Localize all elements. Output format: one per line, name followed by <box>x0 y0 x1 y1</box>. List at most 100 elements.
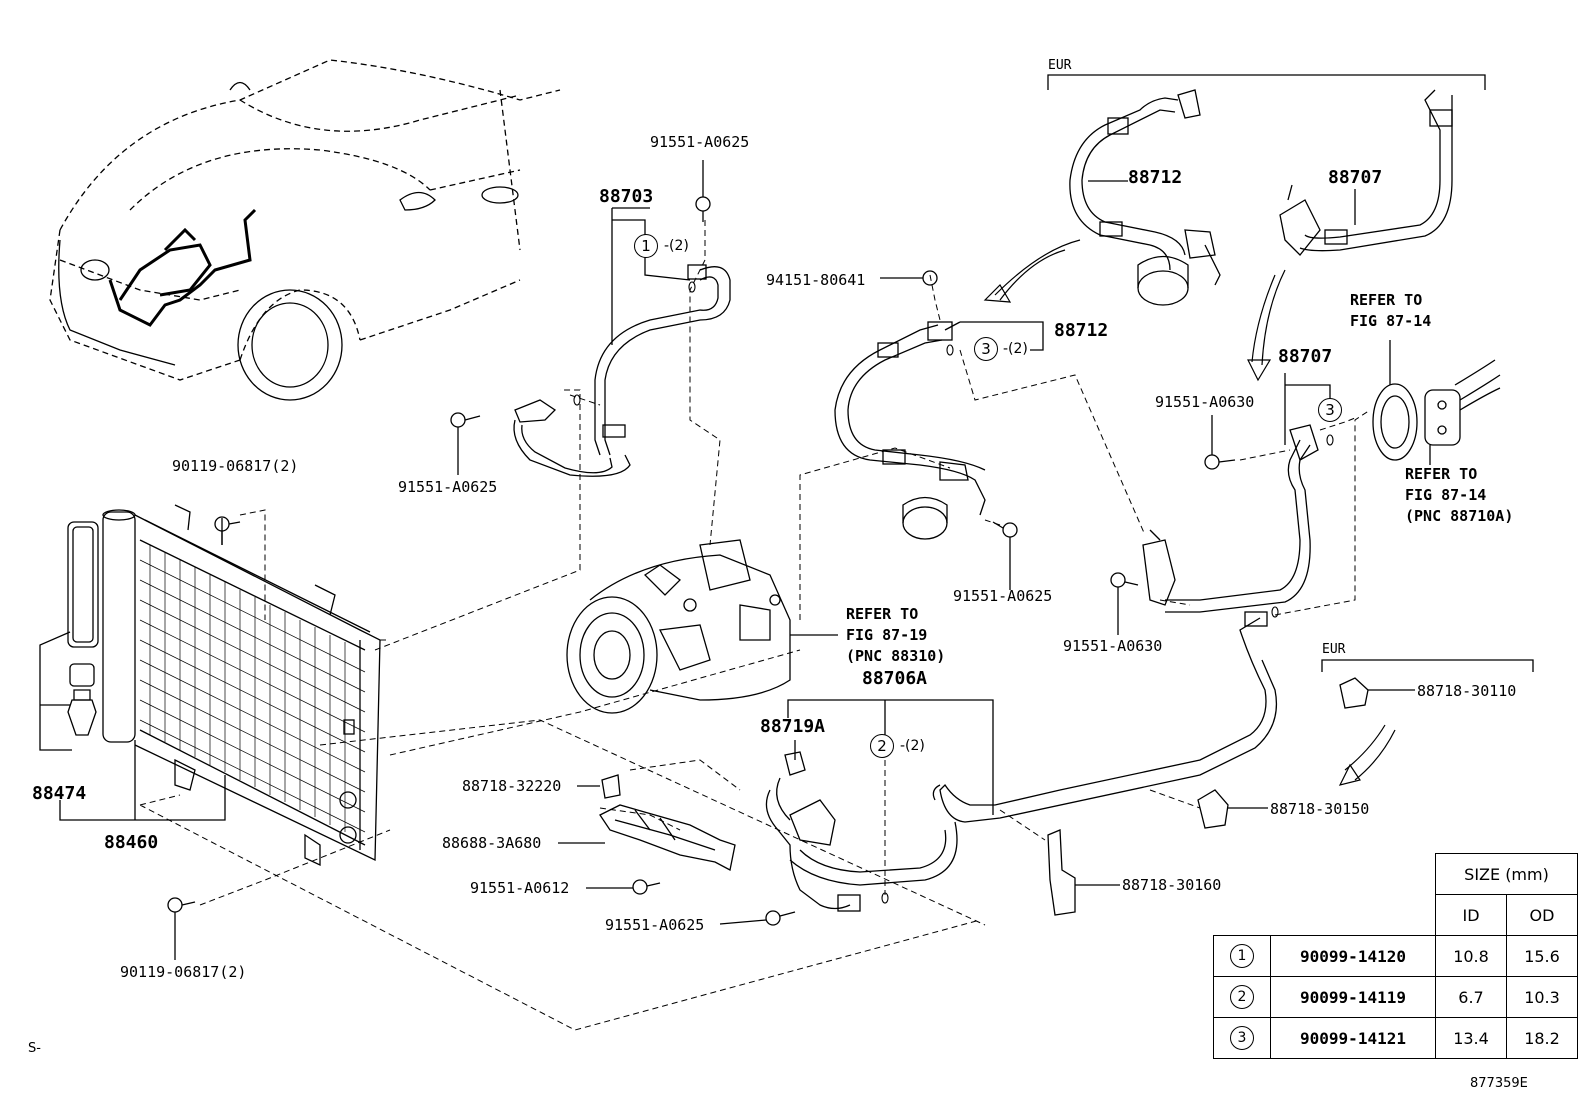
callout-3a-qty: -(2) <box>1003 341 1028 357</box>
o-rings <box>573 281 1334 904</box>
car-solid-lines <box>58 81 519 401</box>
row-part-1: 90099-14120 <box>1270 935 1436 977</box>
row-od-3: 18.2 <box>1506 1017 1578 1059</box>
label-88707-mid: 88707 <box>1278 346 1333 367</box>
clip-88718-30110 <box>1339 677 1415 709</box>
bolt-88703-left <box>450 412 481 428</box>
label-90119-06817-top: 90119-06817(2) <box>172 457 299 475</box>
label-88718-32220: 88718-32220 <box>462 777 562 795</box>
label-88707-top: 88707 <box>1328 167 1383 188</box>
label-91551-a0625-left: 91551-A0625 <box>398 478 498 496</box>
ref-87-19-line3: (PNC 88310) <box>846 647 946 665</box>
car-illustration <box>49 59 561 381</box>
line-88706a <box>765 611 1278 912</box>
label-88712-mid: 88712 <box>1054 320 1109 341</box>
label-88474: 88474 <box>32 783 87 804</box>
ref-87-14-b-line3: (PNC 88710A) <box>1405 507 1514 525</box>
o-ring-size-table: SIZE (mm) ID OD 1 90099-14120 10.8 15.6 … <box>1213 853 1578 1059</box>
bolt-91551-a0625-bottom <box>719 910 796 926</box>
label-88688-3a680: 88688-3A680 <box>442 834 542 852</box>
condenser-core-grid <box>139 545 366 833</box>
label-88719a: 88719A <box>760 716 826 737</box>
leader-88474 <box>39 631 72 751</box>
ref-fig-87-14-a: REFER TO FIG 87-14 <box>1350 290 1431 332</box>
liquid-line-88707 <box>1142 424 1319 613</box>
clip-88718-30160 <box>1047 829 1120 916</box>
eur-bracket-right <box>1321 659 1534 672</box>
table-row: 3 90099-14121 13.4 18.2 <box>1213 1017 1578 1059</box>
row-od-1: 15.6 <box>1506 935 1578 977</box>
callout-2: 2 <box>870 734 894 758</box>
clip-88718-30150 <box>1197 789 1268 829</box>
bolt-91551-a0612 <box>586 879 661 895</box>
hose-88707-eur <box>1279 89 1453 256</box>
bolt-condenser-bottom <box>167 897 196 960</box>
row-id-2: 6.7 <box>1435 976 1507 1018</box>
row-ref-3: 3 <box>1230 1026 1254 1050</box>
car-harness <box>108 208 257 327</box>
callout-3b: 3 <box>1318 398 1342 422</box>
nut-94151 <box>880 270 938 286</box>
leader-88712-mid <box>944 321 1044 351</box>
label-eur-top: EUR <box>1048 58 1072 73</box>
eur-bracket-top <box>1047 74 1486 90</box>
ref-87-19-line2: FIG 87-19 <box>846 626 928 644</box>
label-88712-top: 88712 <box>1128 167 1183 188</box>
suction-hose-88712 <box>834 321 986 540</box>
ref-87-14-a-line1: REFER TO <box>1350 291 1423 309</box>
label-91551-a0625-mid: 91551-A0625 <box>953 587 1053 605</box>
size-col-id: ID <box>1435 894 1507 936</box>
label-88706a: 88706A <box>862 668 928 689</box>
ref-87-14-a-line2: FIG 87-14 <box>1350 312 1432 330</box>
callout-3a: 3 <box>974 337 998 361</box>
label-94151-80641: 94151-80641 <box>766 271 866 289</box>
bolt-91551-a0630-b <box>1110 572 1139 635</box>
callout-1: 1 <box>634 234 658 258</box>
label-88703: 88703 <box>599 186 654 207</box>
arrows <box>983 239 1396 786</box>
ref-87-14-b-line2: FIG 87-14 <box>1405 486 1487 504</box>
row-part-3: 90099-14121 <box>1270 1017 1436 1059</box>
row-ref-1: 1 <box>1230 944 1254 968</box>
ref-fig-87-19: REFER TO FIG 87-19 (PNC 88310) <box>846 604 945 667</box>
row-id-3: 13.4 <box>1435 1017 1507 1059</box>
figure-code: 877359E <box>1470 1076 1528 1091</box>
bolt-88703-top <box>695 196 711 222</box>
ref-fig-87-14-b: REFER TO FIG 87-14 (PNC 88710A) <box>1405 464 1513 527</box>
leader-88460 <box>59 740 226 821</box>
bolt-condenser-top <box>214 516 241 545</box>
assembly-dashed-lines <box>139 220 1371 1031</box>
bolt-91551-a0630-a <box>1204 415 1236 470</box>
footer-left: S- <box>28 1041 41 1056</box>
label-91551-a0612: 91551-A0612 <box>470 879 570 897</box>
hose-88712-eur <box>1069 89 1221 306</box>
label-88460: 88460 <box>104 832 159 853</box>
label-91551-a0625-bottom: 91551-A0625 <box>605 916 705 934</box>
ref-87-14-b-line1: REFER TO <box>1405 465 1478 483</box>
label-eur-right: EUR <box>1322 642 1346 657</box>
label-91551-a0630-b: 91551-A0630 <box>1063 637 1163 655</box>
discharge-hose-88703 <box>513 264 731 477</box>
label-91551-a0630-a: 91551-A0630 <box>1155 393 1255 411</box>
ref-87-19-line1: REFER TO <box>846 605 919 623</box>
callout-1-qty: -(2) <box>664 238 689 254</box>
row-part-2: 90099-14119 <box>1270 976 1436 1018</box>
label-88718-30160: 88718-30160 <box>1122 876 1222 894</box>
clip-88719a <box>784 751 806 776</box>
row-ref-2: 2 <box>1230 985 1254 1009</box>
label-91551-a0625-top: 91551-A0625 <box>650 133 750 151</box>
callout-2-qty: -(2) <box>900 738 925 754</box>
compressor <box>566 539 791 714</box>
leader-88707-mid <box>1284 373 1331 445</box>
label-90119-06817-bottom: 90119-06817(2) <box>120 963 247 981</box>
condenser <box>102 504 381 867</box>
receiver-dryer-parts <box>67 521 99 736</box>
table-row: 1 90099-14120 10.8 15.6 <box>1213 935 1578 977</box>
table-row: 2 90099-14119 6.7 10.3 <box>1213 976 1578 1018</box>
label-88718-30110: 88718-30110 <box>1417 682 1517 700</box>
bracket-88688 <box>599 774 736 871</box>
label-88718-30150: 88718-30150 <box>1270 800 1370 818</box>
bolt-91551-mid <box>992 521 1018 590</box>
size-table-header: SIZE (mm) <box>1435 853 1578 895</box>
